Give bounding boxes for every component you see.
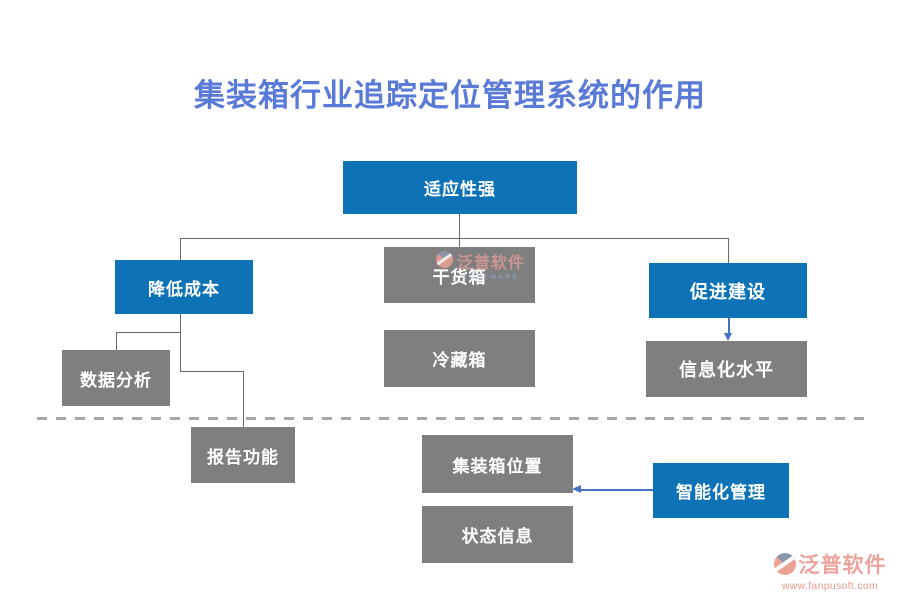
connector-drop-middle	[459, 238, 460, 248]
fanpu-logo-icon	[436, 251, 453, 268]
arrow-promote-to-infolevel-line	[728, 318, 730, 334]
connector-report-horizontal	[180, 371, 244, 372]
node-container-position: 集装箱位置	[422, 435, 573, 493]
connector-drop-right	[728, 238, 729, 264]
node-info-level-label: 信息化水平	[679, 360, 774, 380]
node-adaptability: 适应性强	[343, 161, 577, 214]
connector-report-drop	[243, 371, 244, 428]
node-info-level: 信息化水平	[646, 341, 807, 397]
connector-dataanalysis-horizontal	[116, 332, 181, 333]
logo-brand: 泛普软件	[798, 553, 887, 577]
connector-top-vertical	[459, 214, 460, 239]
node-reduce-cost: 降低成本	[115, 260, 253, 314]
connector-reducecost-stem	[180, 314, 181, 372]
node-dry-box: 干货箱	[384, 247, 535, 303]
node-smart-management-label: 智能化管理	[676, 483, 766, 502]
arrow-promote-to-infolevel-head	[724, 333, 732, 341]
node-status-info: 状态信息	[422, 506, 573, 563]
node-data-analysis: 数据分析	[62, 350, 170, 406]
fanpusoft-logo: 泛普软件 www.fanpusoft.com	[766, 549, 894, 592]
diagram-title: 集装箱行业追踪定位管理系统的作用	[194, 78, 706, 113]
watermark-caption: SOFTWARE	[462, 274, 520, 281]
dashed-separator-line	[37, 417, 872, 420]
center-watermark: 泛普软件 SOFTWARE	[436, 249, 525, 281]
logo-url: www.fanpusoft.com	[781, 580, 879, 592]
node-data-analysis-label: 数据分析	[80, 370, 152, 390]
node-adaptability-label: 适应性强	[424, 180, 496, 199]
watermark-brand: 泛普软件	[457, 255, 526, 272]
node-reduce-cost-label: 降低成本	[148, 279, 220, 299]
node-promote: 促进建设	[649, 263, 807, 318]
connector-main-horizontal	[180, 238, 729, 239]
node-cold-box-label: 冷藏箱	[432, 351, 487, 370]
connector-drop-left	[180, 238, 181, 261]
node-report-label: 报告功能	[207, 447, 279, 467]
node-smart-management: 智能化管理	[653, 463, 789, 518]
connector-dataanalysis-drop	[116, 332, 117, 351]
node-container-position-label: 集装箱位置	[452, 456, 543, 476]
logo-row: 泛普软件	[773, 549, 887, 579]
node-cold-box: 冷藏箱	[384, 330, 535, 387]
fanpu-logo-icon	[773, 553, 796, 575]
node-report: 报告功能	[191, 427, 295, 483]
node-status-info-label: 状态信息	[461, 527, 534, 546]
node-dry-box-label: 干货箱	[432, 267, 487, 287]
center-watermark-text: 泛普软件 SOFTWARE	[457, 249, 525, 281]
arrow-smartmgmt-to-containerpos-line	[581, 489, 654, 491]
arrow-smartmgmt-to-containerpos-head	[572, 485, 581, 493]
node-promote-label: 促进建设	[690, 281, 766, 302]
